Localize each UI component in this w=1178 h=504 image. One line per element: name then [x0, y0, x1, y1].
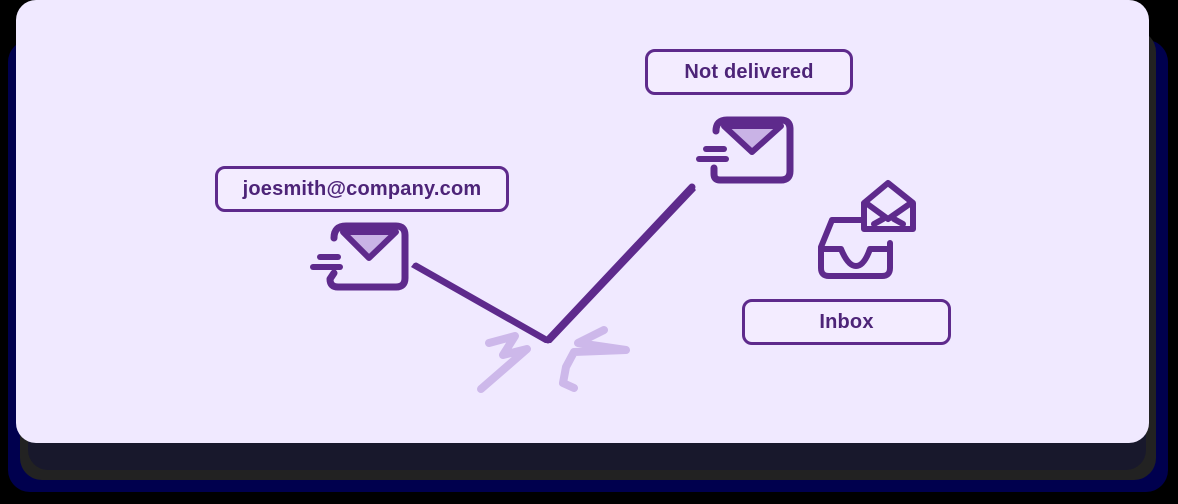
- sender-email-label: joesmith@company.com: [215, 166, 509, 212]
- inbox-tray-with-open-envelope-icon: [818, 180, 916, 279]
- diagram-card: joesmith@company.com Not delivered Inbox: [16, 0, 1149, 443]
- diagram-graphics: [310, 116, 916, 393]
- sender-mail-send-icon: [310, 222, 409, 291]
- not-delivered-label: Not delivered: [645, 49, 853, 95]
- bounce-path: [411, 183, 696, 344]
- bounce-impact-zigzag-icon: [477, 326, 630, 393]
- bounced-mail-send-icon: [696, 116, 794, 184]
- inbox-label: Inbox: [742, 299, 951, 345]
